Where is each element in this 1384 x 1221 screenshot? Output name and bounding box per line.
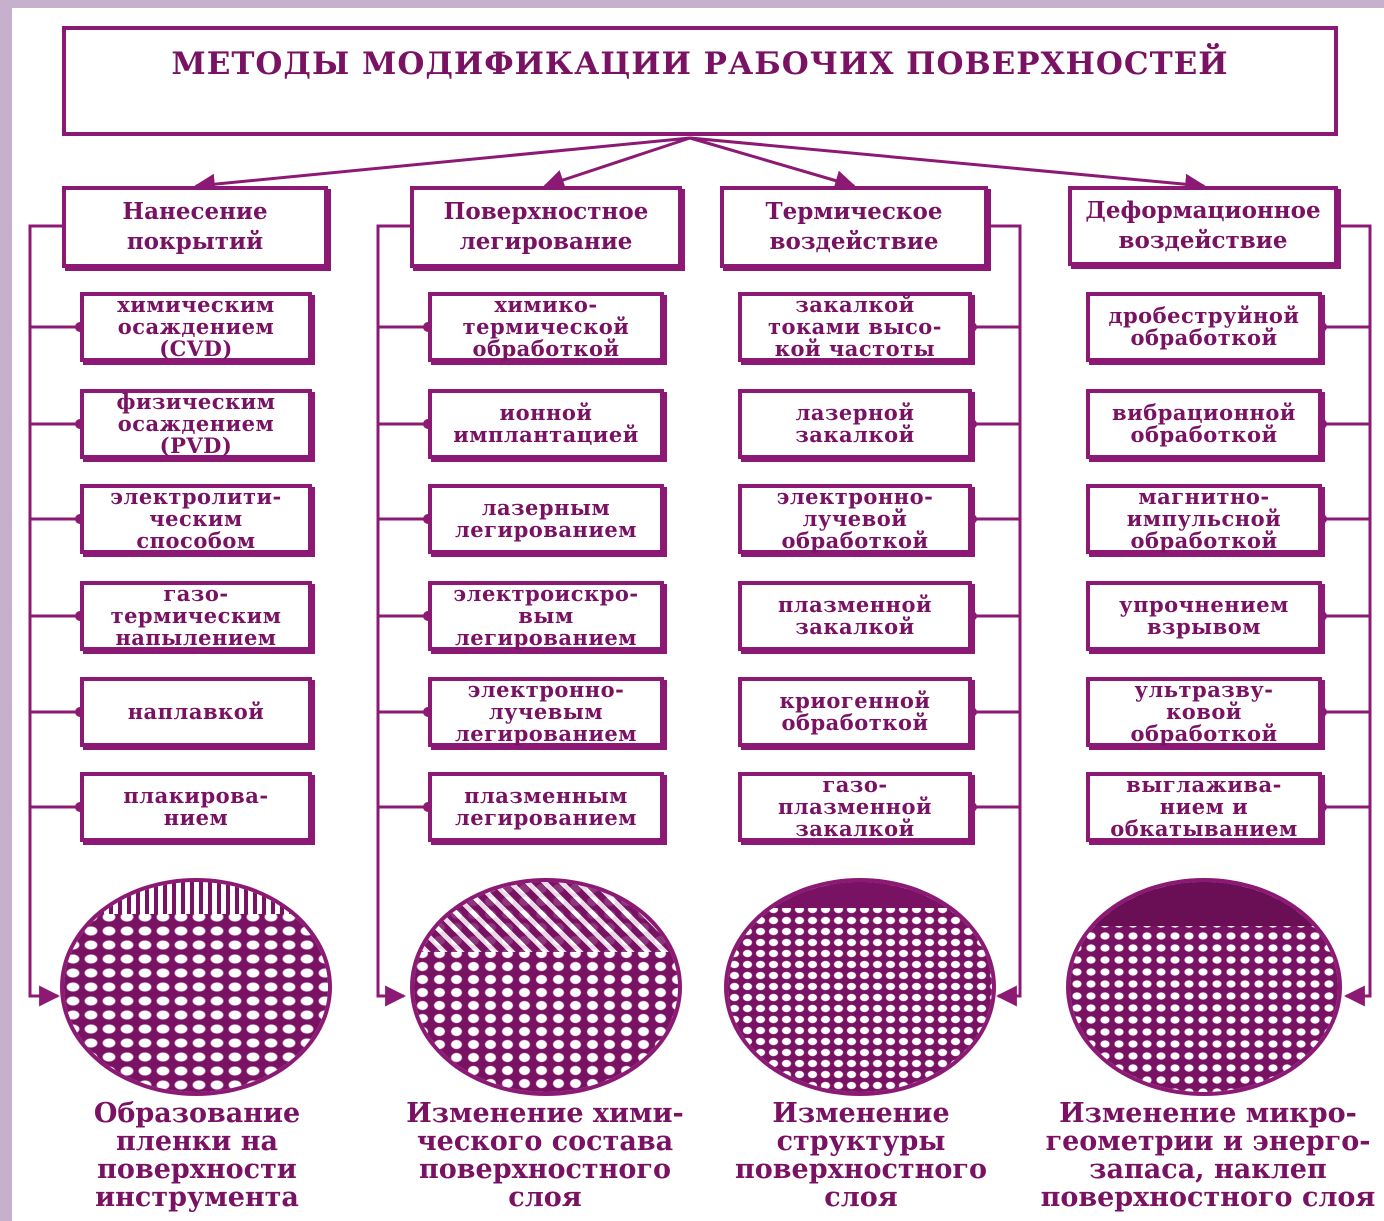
method-surfacing: наплавкой xyxy=(80,677,312,747)
microstructure-structure-image xyxy=(724,878,996,1096)
method-explosion-hardening: упрочнением взрывом xyxy=(1086,581,1322,651)
category-surface-alloying: Поверхностное легирование xyxy=(410,186,682,268)
method-shot-blasting: дробеструйной обработкой xyxy=(1086,292,1322,362)
method-gas-thermal-spraying: газо- термическим напылением xyxy=(80,581,312,651)
method-laser-hardening: лазерной закалкой xyxy=(738,389,972,459)
result-caption-deformation: Изменение микро- геометрии и энерго- зап… xyxy=(1036,1100,1380,1212)
method-electrolytic: электролити- ческим способом xyxy=(80,484,312,554)
method-cryogenic-treatment: криогенной обработкой xyxy=(738,677,972,747)
result-caption-alloying: Изменение хими- ческого состава поверхно… xyxy=(390,1100,700,1212)
method-ion-implantation: ионной имплантацией xyxy=(428,389,664,459)
method-hf-hardening: закалкой токами высо- кой частоты xyxy=(738,292,972,362)
bus-col4 xyxy=(1338,226,1370,996)
microstructure-deformation-image xyxy=(1066,878,1342,1096)
bus-col3 xyxy=(988,226,1020,996)
category-deformation: Деформационное воздействие xyxy=(1068,186,1338,266)
method-cvd: химическим осаждением (CVD) xyxy=(80,292,312,362)
bus-col2 xyxy=(378,226,410,996)
diagram-title: МЕТОДЫ МОДИФИКАЦИИ РАБОЧИХ ПОВЕРХНОСТЕЙ xyxy=(62,26,1338,136)
bus-col1 xyxy=(30,226,62,996)
method-cladding: плакирова- нием xyxy=(80,772,312,842)
method-magnetic-pulse: магнитно- импульсной обработкой xyxy=(1086,484,1322,554)
method-gas-plasma-hardening: газо- плазменной закалкой xyxy=(738,772,972,842)
microstructure-composition-image xyxy=(410,878,682,1096)
method-electron-beam-alloying: электронно- лучевым легированием xyxy=(428,677,664,747)
method-plasma-hardening: плазменной закалкой xyxy=(738,581,972,651)
category-thermal: Термическое воздействие xyxy=(720,186,988,268)
method-electrospark-alloying: электроискро- вым легированием xyxy=(428,581,664,651)
category-coating: Нанесение покрытий xyxy=(62,186,328,268)
method-laser-alloying: лазерным легированием xyxy=(428,484,664,554)
result-caption-thermal: Изменение структуры поверхностного слоя xyxy=(724,1100,998,1212)
method-burnishing-rolling: выглажива- нием и обкатыванием xyxy=(1086,772,1322,842)
method-electron-beam-treatment: электронно- лучевой обработкой xyxy=(738,484,972,554)
method-vibration: вибрационной обработкой xyxy=(1086,389,1322,459)
result-caption-coating: Образование пленки на поверхности инстру… xyxy=(52,1100,342,1212)
method-chemical-thermal: химико- термической обработкой xyxy=(428,292,664,362)
method-pvd: физическим осаждением (PVD) xyxy=(80,389,312,459)
method-ultrasonic: ультразву- ковой обработкой xyxy=(1086,677,1322,747)
method-plasma-alloying: плазменным легированием xyxy=(428,772,664,842)
microstructure-film-image xyxy=(60,878,332,1096)
